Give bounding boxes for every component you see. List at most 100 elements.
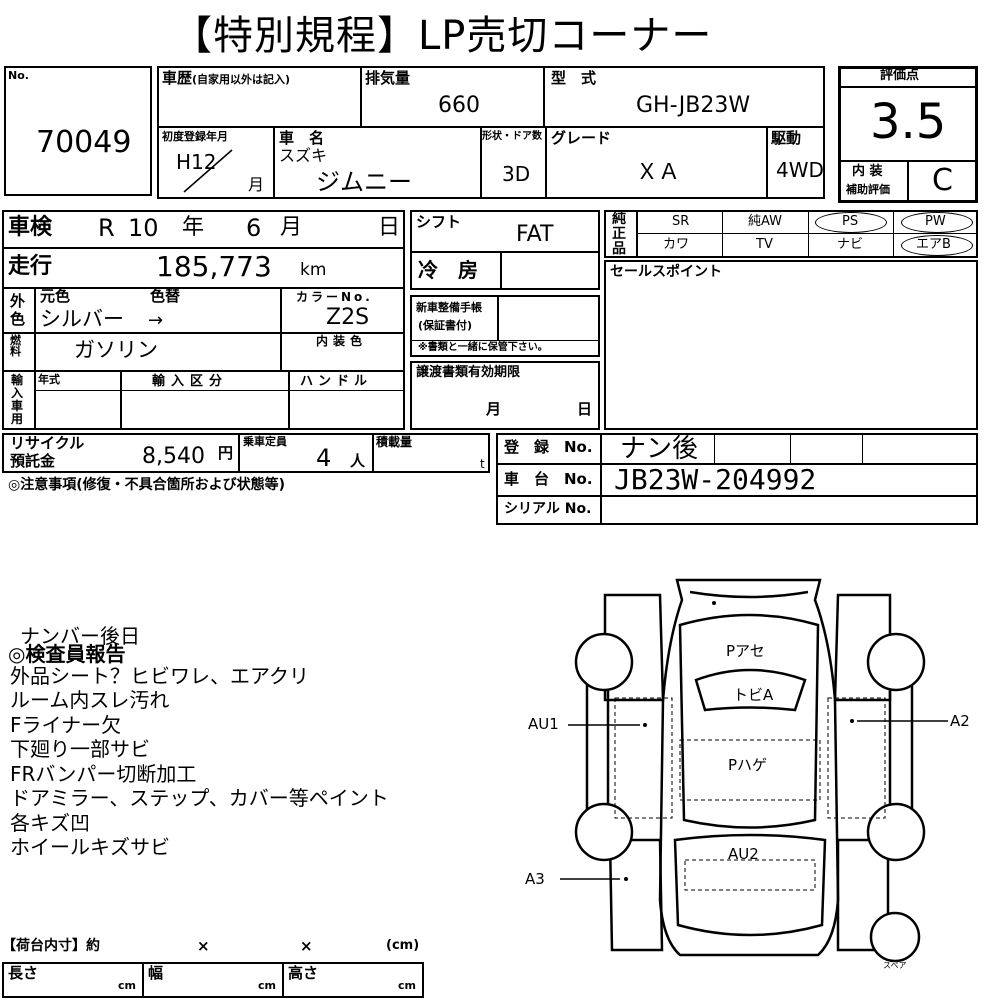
inspection-year: 10 xyxy=(128,214,159,242)
diagram-label-p-hage: Pハゲ xyxy=(728,756,768,774)
diagram-label-spare: スペア xyxy=(883,961,907,970)
manual-label-2: (保証書付) xyxy=(418,319,473,332)
recycle-box xyxy=(2,433,490,473)
recycle-label-2: 預託金 xyxy=(10,452,56,470)
equip-airbag: エアB xyxy=(916,237,951,252)
displacement-value: 660 xyxy=(438,93,480,118)
equip-pw: PW xyxy=(925,214,946,229)
reg-no-label: 登 録 No. xyxy=(504,438,593,456)
first-reg-year: H12 xyxy=(176,150,217,174)
inspection-label: 車検 xyxy=(8,215,53,240)
header-info-grid xyxy=(157,66,825,199)
doors-value: 3D xyxy=(502,162,531,186)
transfer-docs-label: 譲渡書類有効期限 xyxy=(416,365,521,380)
capacity-label: 乗車定員 xyxy=(243,435,287,448)
inspection-era: R xyxy=(98,214,115,242)
equip-tv: TV xyxy=(756,237,773,252)
chassis-no-value: JB23W-204992 xyxy=(614,463,817,496)
vehicle-detail-grid xyxy=(2,210,405,430)
maker-value: スズキ xyxy=(279,146,328,165)
shape-doors-label: 形状・ドア数 xyxy=(482,131,542,142)
cargo-dimensions-box xyxy=(2,962,424,998)
recycle-unit: 円 xyxy=(218,444,234,462)
mileage-value: 185,773 xyxy=(156,250,272,283)
shift-value: FAT xyxy=(516,222,554,247)
diagram-label-tobi: トビA xyxy=(733,686,774,704)
transfer-day-unit: 日 xyxy=(577,400,593,418)
import-year-label: 年式 xyxy=(38,373,60,386)
aircon-label: 冷 房 xyxy=(418,258,478,282)
interior-label-1: 内 装 xyxy=(852,164,883,179)
serial-no-label: シリアル No. xyxy=(504,501,592,517)
diagram-label-a2: A2 xyxy=(950,712,970,730)
inspection-year-unit: 年 xyxy=(182,215,205,240)
cargo-height-label: 高さ xyxy=(288,964,319,982)
lot-number-box xyxy=(4,66,152,196)
color-no-value: Z2S xyxy=(326,305,370,330)
report-line: ホイールキズサビ xyxy=(10,835,170,859)
fuel-side-label: 燃料 xyxy=(10,334,21,358)
sales-point-label: セールスポイント xyxy=(610,264,722,280)
model-label: 型 式 xyxy=(551,69,597,87)
report-line: 外品シート？ヒビワレ、エアクリ xyxy=(10,664,309,688)
equip-ps: PS xyxy=(842,214,859,229)
lot-no-label: No. xyxy=(8,69,29,82)
transfer-docs-box xyxy=(410,361,600,430)
manual-box xyxy=(410,295,600,357)
report-line: FRバンパー切断加工 xyxy=(10,762,197,786)
manual-note: ※書類と一緒に保管下さい。 xyxy=(418,342,548,353)
drive-label: 駆動 xyxy=(771,129,802,147)
cargo-label: 【荷台内寸】約 xyxy=(2,938,100,954)
capacity-unit: 人 xyxy=(350,452,366,470)
cargo-x2: × xyxy=(300,937,313,955)
recycle-label-1: リサイクル xyxy=(10,434,85,452)
handle-label: ハンドル xyxy=(300,374,373,389)
displacement-label: 排気量 xyxy=(365,69,411,87)
equipment-side-label: 純正品 xyxy=(612,211,626,257)
manual-label-1: 新車整備手帳 xyxy=(416,301,482,314)
drive-value: 4WD xyxy=(776,158,824,182)
equip-pw-circle xyxy=(901,212,973,233)
capacity-value: 4 xyxy=(316,444,332,472)
diagram-label-au1: AU1 xyxy=(528,715,559,733)
report-line: 各キズ凹 xyxy=(10,811,90,835)
report-line: Fライナー欠 xyxy=(10,713,122,737)
shift-box xyxy=(410,210,600,290)
report-line: ◎検査員報告 xyxy=(8,642,126,666)
chassis-no-label: 車 台 No. xyxy=(504,470,593,488)
load-label: 積載量 xyxy=(376,435,413,449)
mileage-label: 走行 xyxy=(8,254,53,279)
first-reg-month-unit: 月 xyxy=(248,175,265,194)
mileage-unit: km xyxy=(300,260,327,280)
report-line: ルーム内スレ汚れ xyxy=(10,688,170,712)
equip-ps-circle xyxy=(815,212,887,233)
report-line: ドアミラー、ステップ、カバー等ペイント xyxy=(10,786,389,810)
cargo-width-cm: cm xyxy=(258,979,276,992)
grade-value: ＸＡ xyxy=(636,160,681,185)
lot-number: 70049 xyxy=(36,125,132,160)
color-change-arrow: → xyxy=(148,310,164,331)
diagram-label-au2: AU2 xyxy=(728,845,759,863)
original-color-label: 元色 xyxy=(40,287,71,305)
color-no-label: カラーNo. xyxy=(296,290,373,304)
registration-box xyxy=(496,433,978,525)
recycle-value: 8,540 xyxy=(142,444,205,469)
report-line: 下廻り一部サビ xyxy=(10,737,150,761)
color-change-label: 色替 xyxy=(150,287,181,305)
score-value: 3.5 xyxy=(870,94,947,150)
sales-point-box xyxy=(604,260,978,430)
fuel-value: ガソリン xyxy=(74,338,158,362)
cargo-length-cm: cm xyxy=(118,979,136,992)
cargo-width-label: 幅 xyxy=(148,964,164,982)
equip-leather: カワ xyxy=(663,237,690,252)
page-title: 【特別規程】LP売切コーナー xyxy=(172,13,713,59)
equipment-grid xyxy=(604,210,978,258)
diagram-label-a3: A3 xyxy=(525,870,545,888)
car-damage-diagram xyxy=(560,578,948,963)
cargo-height-cm: cm xyxy=(398,979,416,992)
report-line: ナンバー後日 xyxy=(20,624,140,648)
load-unit: t xyxy=(480,457,485,471)
shift-label: シフト xyxy=(416,213,462,231)
transfer-month-unit: 月 xyxy=(486,400,502,418)
history-label: 車歴(自家用以外は記入) xyxy=(162,69,291,87)
